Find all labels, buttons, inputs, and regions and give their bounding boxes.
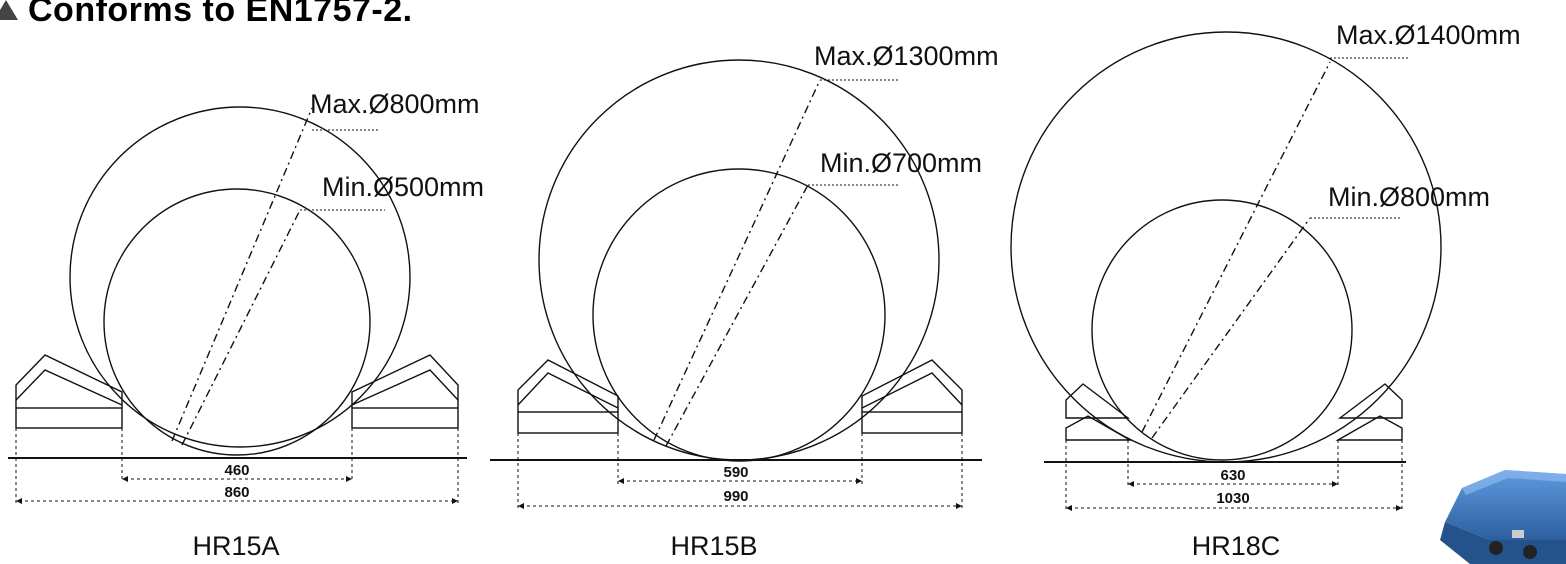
- triangle-bullet-icon: [0, 0, 18, 20]
- page-heading: Conforms to EN1757-2.: [0, 0, 413, 29]
- hr18c-min-label: Min.Ø800mm: [1328, 182, 1490, 212]
- left-roller: [517, 359, 619, 434]
- hr15a-inner-width: 460: [224, 462, 249, 479]
- dimension-lines: [15, 428, 459, 505]
- heading-text: Conforms to EN1757-2.: [28, 0, 413, 29]
- max-diameter-circle: [69, 106, 411, 448]
- min-diameter-circle: [1091, 199, 1353, 461]
- hr18c-max-label: Max.Ø1400mm: [1336, 20, 1521, 50]
- hr15b-max-label: Max.Ø1300mm: [814, 41, 999, 71]
- hr18c-model-label: HR18C: [1192, 531, 1281, 561]
- hr18c-inner-width: 630: [1220, 467, 1245, 484]
- diagram-hr18c: [1010, 31, 1442, 512]
- hr15a-max-label: Max.Ø800mm: [310, 89, 480, 119]
- dimension-lines: [1065, 440, 1403, 512]
- max-diameter-line: [1141, 61, 1331, 433]
- max-diameter-circle: [1010, 31, 1442, 463]
- diagram-hr15a: [8, 106, 467, 505]
- hr18c-outer-width: 1030: [1216, 490, 1249, 507]
- min-diameter-line: [181, 209, 301, 446]
- hr15b-outer-width: 990: [723, 488, 748, 505]
- min-diameter-line: [1151, 217, 1311, 439]
- right-roller: [351, 354, 459, 429]
- hr15b-min-label: Min.Ø700mm: [820, 148, 982, 178]
- hr15b-model-label: HR15B: [670, 531, 757, 561]
- max-diameter-circle: [538, 59, 940, 461]
- hr15b-inner-width: 590: [723, 464, 748, 481]
- hr15a-min-label: Min.Ø500mm: [322, 172, 484, 202]
- hr15a-model-label: HR15A: [192, 531, 279, 561]
- min-diameter-circle: [592, 168, 886, 462]
- diagram-hr15b: [490, 59, 982, 510]
- right-roller: [1335, 383, 1403, 441]
- min-diameter-line: [665, 184, 809, 447]
- max-diameter-line: [653, 79, 821, 441]
- max-diameter-line: [171, 107, 313, 442]
- product-photo-fragment: [1440, 470, 1566, 564]
- hr15a-outer-width: 860: [224, 484, 249, 501]
- right-roller: [861, 359, 963, 434]
- min-diameter-circle: [103, 188, 371, 456]
- left-roller: [15, 354, 123, 429]
- left-roller: [1065, 383, 1133, 441]
- dimension-lines: [517, 433, 963, 510]
